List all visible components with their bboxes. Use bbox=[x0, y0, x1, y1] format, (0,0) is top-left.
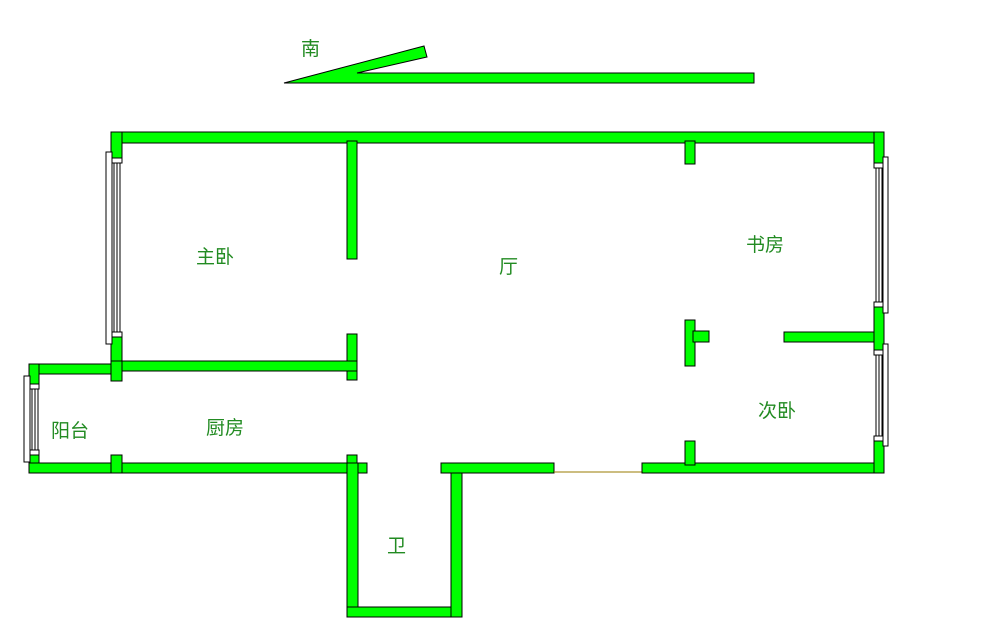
wall-master-living-upper bbox=[346, 140, 358, 260]
wall-second-bottom-stub bbox=[684, 440, 696, 466]
wall-study-t bbox=[684, 319, 696, 367]
window-master-bedroom bbox=[105, 151, 123, 345]
wall-master-left-upper bbox=[110, 131, 123, 159]
window-balcony bbox=[23, 375, 40, 463]
wall-bath-top-right bbox=[440, 462, 555, 474]
window-second-bedroom bbox=[873, 343, 889, 447]
room-label-balcony: 阳台 bbox=[51, 420, 90, 442]
wall-bath-bottom bbox=[346, 606, 463, 618]
wall-balcony-kitchen-stub bbox=[110, 454, 123, 474]
room-label-living-room: 厅 bbox=[499, 256, 519, 278]
compass-arrow-icon bbox=[283, 45, 755, 84]
wall-balcony-top bbox=[28, 363, 123, 375]
wall-study-second bbox=[783, 331, 885, 343]
wall-master-living-lower bbox=[346, 333, 358, 381]
wall-bath-right bbox=[450, 462, 463, 618]
room-label-second-bedroom: 次卧 bbox=[758, 400, 797, 422]
wall-bottom-right bbox=[641, 462, 885, 474]
room-label-master-bedroom: 主卧 bbox=[196, 246, 235, 268]
window-study bbox=[873, 156, 889, 314]
room-label-kitchen: 厨房 bbox=[206, 417, 245, 439]
room-label-bathroom: 卫 bbox=[387, 535, 407, 557]
room-label-study: 书房 bbox=[746, 234, 785, 256]
wall-master-kitchen bbox=[110, 360, 358, 372]
wall-study-t-arm bbox=[692, 330, 710, 343]
wall-study-top-stub bbox=[684, 140, 696, 165]
compass-label: 南 bbox=[301, 38, 321, 60]
wall-top bbox=[110, 131, 885, 144]
wall-balcony-top-stub bbox=[110, 360, 123, 382]
wall-kitchen-bottom bbox=[28, 462, 368, 474]
wall-bath-left bbox=[346, 462, 359, 618]
